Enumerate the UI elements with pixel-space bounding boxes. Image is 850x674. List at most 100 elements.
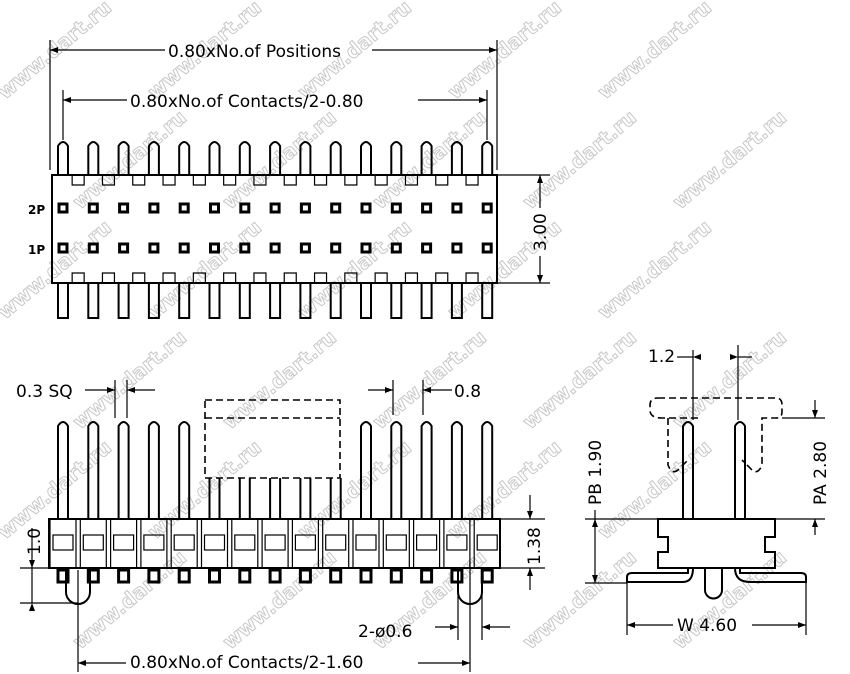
pin-bottom xyxy=(57,283,69,319)
arrow-head xyxy=(127,387,135,393)
pin-tail xyxy=(298,568,312,584)
pin xyxy=(450,421,463,519)
body-slot xyxy=(264,534,286,551)
dim-posts-label: 0.80xNo.of Contacts/2-1.60 xyxy=(130,653,363,673)
pad-1p xyxy=(209,242,220,254)
pin-top xyxy=(87,141,100,175)
arrow-head xyxy=(63,97,71,103)
pad-1p xyxy=(481,242,493,254)
arrow-head xyxy=(482,624,490,630)
body-slot xyxy=(143,534,165,551)
body-slot xyxy=(82,534,104,551)
arrow-head xyxy=(527,568,533,576)
watermark-text: www.dart.ru xyxy=(593,215,716,324)
pad-2p xyxy=(330,202,342,214)
pin-bottom xyxy=(238,283,251,319)
row-1p-label: 1P xyxy=(28,243,45,257)
pad-1p xyxy=(299,242,311,254)
pin xyxy=(87,421,100,519)
pad-1p xyxy=(178,242,190,254)
pad-1p xyxy=(269,242,281,254)
pad-1p xyxy=(390,242,402,254)
body-cell xyxy=(382,518,410,569)
pin-tail xyxy=(450,568,464,584)
dim-height-label: 3.00 xyxy=(531,213,551,251)
body-notch xyxy=(253,175,267,186)
pin-bottom xyxy=(269,283,282,319)
arrow-head xyxy=(78,660,86,666)
pad-1p xyxy=(421,242,433,254)
pad-2p xyxy=(87,202,99,214)
arrow-head xyxy=(592,519,598,527)
pin-tail xyxy=(177,568,191,584)
pin-bottom xyxy=(208,283,221,319)
pin-bottom xyxy=(117,283,130,319)
pin-tail xyxy=(480,568,494,584)
body-notch xyxy=(465,175,479,186)
pin xyxy=(360,421,372,519)
pitch-label: 0.8 xyxy=(454,382,481,402)
row-pitch-label: 1.2 xyxy=(648,347,675,367)
body-notch xyxy=(71,272,85,283)
arrow-head xyxy=(29,560,35,568)
arrow-head xyxy=(107,387,115,393)
body-height-label: 1.38 xyxy=(525,527,545,565)
pin-tail xyxy=(86,568,100,584)
pad-2p xyxy=(481,202,493,214)
header-body xyxy=(48,518,501,569)
pin-tail xyxy=(389,568,403,584)
body-notch xyxy=(101,175,116,186)
body-notch xyxy=(374,272,388,283)
body-slot xyxy=(203,534,226,551)
pin xyxy=(390,421,403,519)
pad-1p xyxy=(87,242,99,254)
pad-2p xyxy=(360,202,372,214)
pin-bottom xyxy=(147,283,160,319)
body-slot xyxy=(234,534,256,551)
pb-label: PB 1.90 xyxy=(586,440,606,505)
pin-top xyxy=(117,141,130,175)
pad-2p xyxy=(239,202,251,214)
pa-label: PA 2.80 xyxy=(811,441,831,505)
body-slot xyxy=(325,534,347,551)
pin-top xyxy=(208,141,221,175)
watermark-text: www.dart.ru xyxy=(518,105,641,214)
body-cell xyxy=(79,518,107,569)
body-notch xyxy=(374,175,388,186)
body-notch xyxy=(192,272,206,283)
pin xyxy=(734,421,746,519)
body-slot xyxy=(173,534,195,551)
pin-top xyxy=(269,141,282,175)
pin-top xyxy=(390,141,403,175)
arrow-head xyxy=(812,519,818,527)
arrow-head xyxy=(730,354,738,360)
body-notch xyxy=(404,175,419,186)
pin-bottom xyxy=(390,283,403,319)
arrow-head xyxy=(479,97,487,103)
body-notch xyxy=(283,272,297,283)
watermark-text: www.dart.ru xyxy=(593,0,716,104)
pin-top xyxy=(238,141,251,175)
pin-bottom xyxy=(420,283,433,319)
body-cell xyxy=(231,518,259,569)
pin-tail xyxy=(147,568,161,584)
body-slot xyxy=(294,534,316,551)
arrow-head xyxy=(537,275,543,283)
pad-1p xyxy=(118,242,130,254)
body-notch xyxy=(192,175,206,186)
body-slot xyxy=(112,534,135,551)
body-slot xyxy=(385,534,407,551)
pin xyxy=(481,421,494,519)
body-notch xyxy=(404,272,419,283)
body-notch xyxy=(253,272,267,283)
pad-2p xyxy=(390,202,402,214)
pin-top xyxy=(178,141,191,175)
pad-2p xyxy=(269,202,281,214)
body-notch xyxy=(344,175,358,186)
watermark-text: www.dart.ru xyxy=(368,105,491,214)
pad-2p xyxy=(148,202,160,214)
arrow-head xyxy=(592,575,598,583)
watermark-text: www.dart.ru xyxy=(593,435,716,544)
pin-tail xyxy=(117,568,131,584)
